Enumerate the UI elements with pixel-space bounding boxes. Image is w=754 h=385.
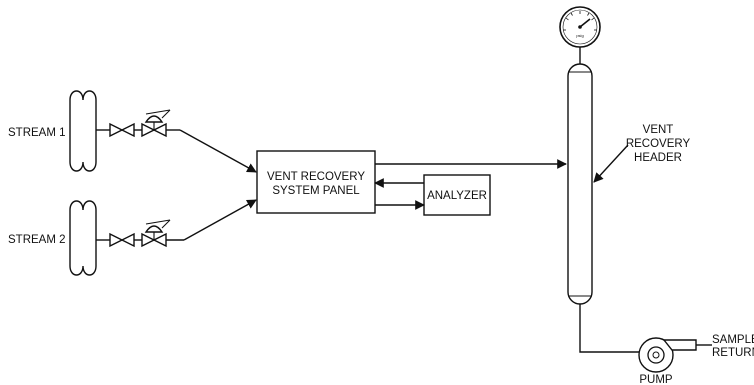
stream-1-actuated-valve xyxy=(141,109,171,138)
vent-recovery-panel: VENT RECOVERY SYSTEM PANEL xyxy=(256,150,376,214)
analyzer-box: ANALYZER xyxy=(423,174,491,216)
stream-2-hand-valve xyxy=(109,232,135,248)
stream-2-label: STREAM 2 xyxy=(8,234,66,246)
pump xyxy=(638,337,697,373)
stream-1-hand-valve xyxy=(109,122,135,138)
pump-label: PUMP xyxy=(639,374,673,385)
stream-2-pipe xyxy=(69,200,97,276)
vent-recovery-header-vessel xyxy=(567,63,593,305)
header-leader-arrow xyxy=(593,144,629,183)
header-to-pump-line xyxy=(579,304,640,353)
stream-2-group: STREAM 2 xyxy=(8,199,257,276)
sample-return-label-line-2: RETURN xyxy=(712,347,754,359)
panel-label-line-1: VENT RECOVERY xyxy=(267,171,365,183)
stream-1-label: STREAM 1 xyxy=(8,127,66,139)
header-label-line-2: RECOVERY xyxy=(626,138,691,150)
header-label-group: VENT RECOVERY HEADER xyxy=(626,124,691,164)
header-label-line-3: HEADER xyxy=(634,152,682,164)
pressure-gauge: psig xyxy=(559,6,601,64)
analyzer-label: ANALYZER xyxy=(427,190,487,202)
header-label-line-1: VENT xyxy=(643,124,674,136)
stream-1-group: STREAM 1 xyxy=(8,90,257,173)
sample-return-label-line-1: SAMPLE xyxy=(712,334,754,346)
stream-2-actuated-valve xyxy=(141,219,171,248)
panel-label-line-2: SYSTEM PANEL xyxy=(272,185,360,197)
gauge-unit-label: psig xyxy=(576,33,583,38)
stream-1-pipe xyxy=(69,90,97,172)
